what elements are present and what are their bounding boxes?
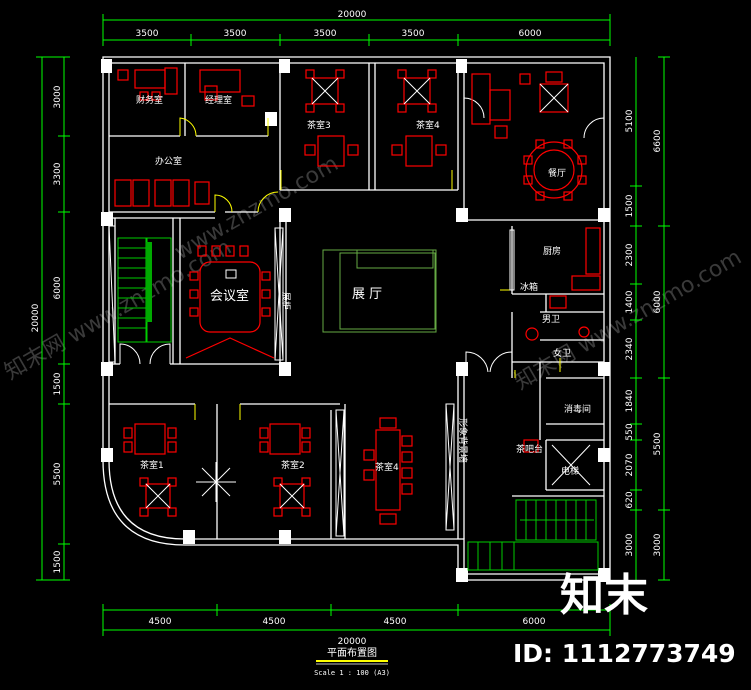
- watermark-logo-text: 知末: [560, 570, 648, 621]
- door-swings: [119, 97, 605, 373]
- label-finance: 财务室: [136, 94, 163, 106]
- label-cabinet: 展柜: [280, 292, 292, 310]
- label-hall: 展 厅: [352, 287, 382, 302]
- dim-right-inner-9: 620: [625, 491, 635, 508]
- dim-right-outer-4: 3000: [653, 533, 663, 556]
- label-manager: 经理室: [205, 94, 232, 106]
- label-female-wc: 女卫: [553, 347, 571, 359]
- label-tea4-mid: 茶室4: [375, 461, 399, 473]
- dim-right-inner-6: 1840: [625, 389, 635, 412]
- dim-top-5: 6000: [519, 29, 542, 39]
- dim-top-total: 20000: [338, 10, 367, 20]
- dim-top-1: 3500: [136, 29, 159, 39]
- label-restaurant: 餐厅: [548, 167, 566, 179]
- dim-right-inner-8: 2070: [625, 453, 635, 476]
- dim-bottom-2: 4500: [263, 617, 286, 627]
- dim-top-3: 3500: [314, 29, 337, 39]
- stairs-left: [117, 237, 172, 343]
- dim-left-4: 1500: [53, 372, 63, 395]
- doors: [179, 117, 561, 420]
- label-tea3: 茶室3: [307, 119, 331, 131]
- stairs-right: [467, 499, 599, 571]
- dim-right-inner-3: 2300: [625, 243, 635, 266]
- dim-right-outer-3: 5500: [653, 432, 663, 455]
- chair-marks: [145, 77, 591, 509]
- structural-columns: [101, 59, 610, 582]
- dim-right-outer-2: 6000: [653, 290, 663, 313]
- label-tea-counter: 茶吧台: [516, 443, 543, 455]
- room-labels: 财务室 经理室 办公室 茶室3 茶室4 餐厅 厨房 冰箱 男卫 女卫 会议室 展…: [136, 94, 591, 477]
- title-text: 平面布置图: [327, 647, 377, 659]
- dim-bottom-3: 4500: [384, 617, 407, 627]
- dim-right-outer-1: 6600: [653, 129, 663, 152]
- label-elevator: 电梯: [561, 465, 579, 477]
- label-fridge: 冰箱: [520, 281, 538, 293]
- label-tea2: 茶室2: [281, 459, 305, 471]
- dim-right-inner-2: 1500: [625, 194, 635, 217]
- scale-text: Scale 1 : 100 (A3): [314, 669, 390, 677]
- dim-left-5: 5500: [53, 462, 63, 485]
- dim-bottom-1: 4500: [149, 617, 172, 627]
- label-male-wc: 男卫: [542, 314, 560, 325]
- display-cabinets: [108, 225, 515, 537]
- dim-right-inner-1: 5100: [625, 109, 635, 132]
- dim-top-4: 3500: [402, 29, 425, 39]
- dim-top-2: 3500: [224, 29, 247, 39]
- dim-left-2: 3300: [53, 162, 63, 185]
- dimension-texts: 20000 3500 3500 3500 3500 6000 4500 4500…: [31, 10, 663, 647]
- drawing-title: 平面布置图 Scale 1 : 100 (A3): [314, 647, 390, 677]
- faint-watermark-2: www.znzmo.com: [171, 151, 343, 265]
- walls: [102, 56, 611, 581]
- dim-left-3: 6000: [53, 276, 63, 299]
- dim-bottom-4: 6000: [523, 617, 546, 627]
- dim-right-inner-7: 550: [625, 423, 635, 440]
- label-tea1: 茶室1: [140, 459, 164, 471]
- dim-left-6: 1500: [53, 550, 63, 573]
- label-disinfect: 消毒间: [564, 403, 591, 415]
- watermark-id: ID: 1112773749: [513, 639, 736, 668]
- dimension-lines: [36, 14, 670, 636]
- dim-bottom-total: 20000: [338, 637, 367, 647]
- label-kitchen: 厨房: [543, 245, 561, 257]
- dim-right-inner-4: 1400: [625, 290, 635, 313]
- dim-right-inner-5: 2340: [625, 337, 635, 360]
- label-meeting: 会议室: [210, 288, 249, 304]
- label-image-wall: 形象背景墙: [457, 418, 469, 463]
- dim-left-1: 3000: [53, 85, 63, 108]
- dim-right-inner-10: 3000: [625, 533, 635, 556]
- label-tea4-top: 茶室4: [416, 119, 440, 131]
- watermark-logo: 知末 ID: 1112773749: [513, 570, 736, 668]
- furniture: [114, 67, 601, 525]
- label-office: 办公室: [155, 155, 182, 167]
- hall-display: [322, 249, 437, 333]
- dim-left-total: 20000: [31, 303, 41, 332]
